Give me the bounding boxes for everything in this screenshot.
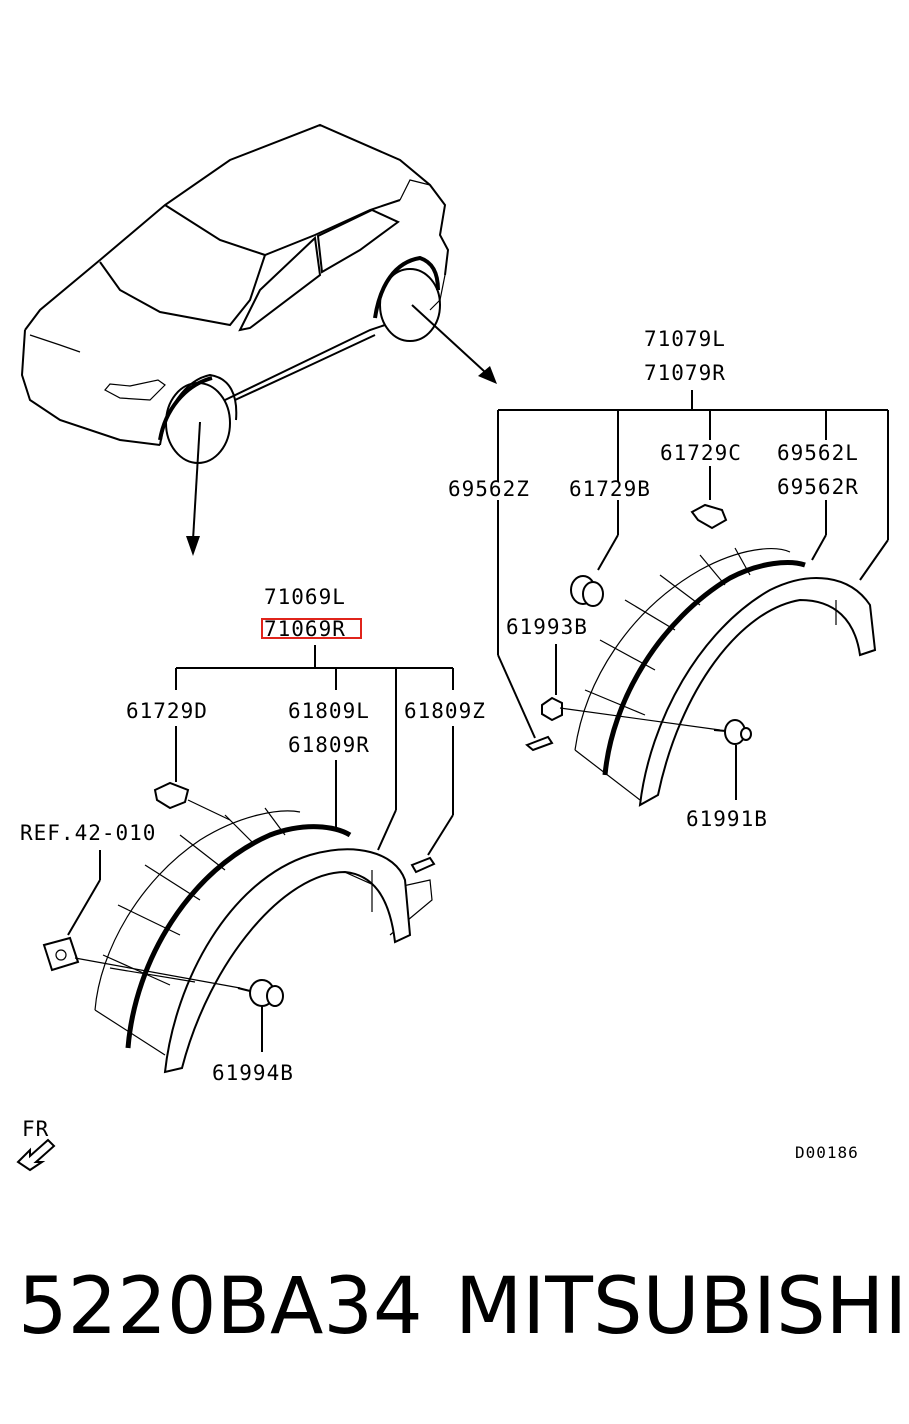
label-61993b: 61993B bbox=[506, 615, 588, 639]
label-61809l: 61809L bbox=[288, 699, 370, 723]
clip-61729b-icon bbox=[570, 575, 604, 607]
label-ref: REF.42-010 bbox=[20, 821, 156, 845]
label-61729b: 61729B bbox=[569, 477, 651, 501]
highlight-box bbox=[261, 618, 362, 639]
clip-61729c-icon bbox=[690, 503, 728, 530]
label-61729c: 61729C bbox=[660, 441, 742, 465]
screw-61991b-icon bbox=[713, 719, 752, 745]
label-61729d: 61729D bbox=[126, 699, 208, 723]
clip-61809z-icon bbox=[410, 856, 436, 874]
label-69562z: 69562Z bbox=[448, 477, 530, 501]
label-61809z: 61809Z bbox=[404, 699, 486, 723]
front-direction-indicator: FR bbox=[16, 1117, 56, 1172]
vehicle-outline bbox=[20, 123, 497, 556]
label-71079r: 71079R bbox=[644, 361, 726, 385]
part-number: 5220BA34 bbox=[18, 1262, 423, 1352]
label-71069r: 71069R bbox=[264, 617, 346, 641]
label-69562l: 69562L bbox=[777, 441, 859, 465]
clip-69562z-icon bbox=[525, 735, 554, 752]
parts-diagram: 71079L 71079R 61729C 69562L 69562R 69562… bbox=[16, 123, 889, 1172]
label-61991b: 61991B bbox=[686, 807, 768, 831]
label-61809r: 61809R bbox=[288, 733, 370, 757]
label-61994b: 61994B bbox=[212, 1061, 294, 1085]
screw-61994b-icon bbox=[237, 979, 284, 1007]
caption: 5220BA34 MITSUBISHI bbox=[0, 1262, 909, 1382]
nut-ref-icon bbox=[42, 936, 80, 972]
nut-61993b-icon bbox=[541, 696, 563, 722]
label-fr: FR bbox=[22, 1117, 49, 1141]
clip-61729d-icon bbox=[153, 781, 190, 810]
label-69562r: 69562R bbox=[777, 475, 859, 499]
fr-arrow-icon bbox=[16, 1138, 56, 1172]
label-71079l: 71079L bbox=[644, 327, 726, 351]
brand-name: MITSUBISHI bbox=[455, 1262, 908, 1352]
front-group: 71069L 71069R 61729D 61809L 61809R 61809… bbox=[20, 585, 486, 1085]
diagram-code: D00186 bbox=[795, 1143, 859, 1162]
rear-group: 71079L 71079R 61729C 69562L 69562R 69562… bbox=[448, 327, 889, 831]
label-71069l: 71069L bbox=[264, 585, 346, 609]
